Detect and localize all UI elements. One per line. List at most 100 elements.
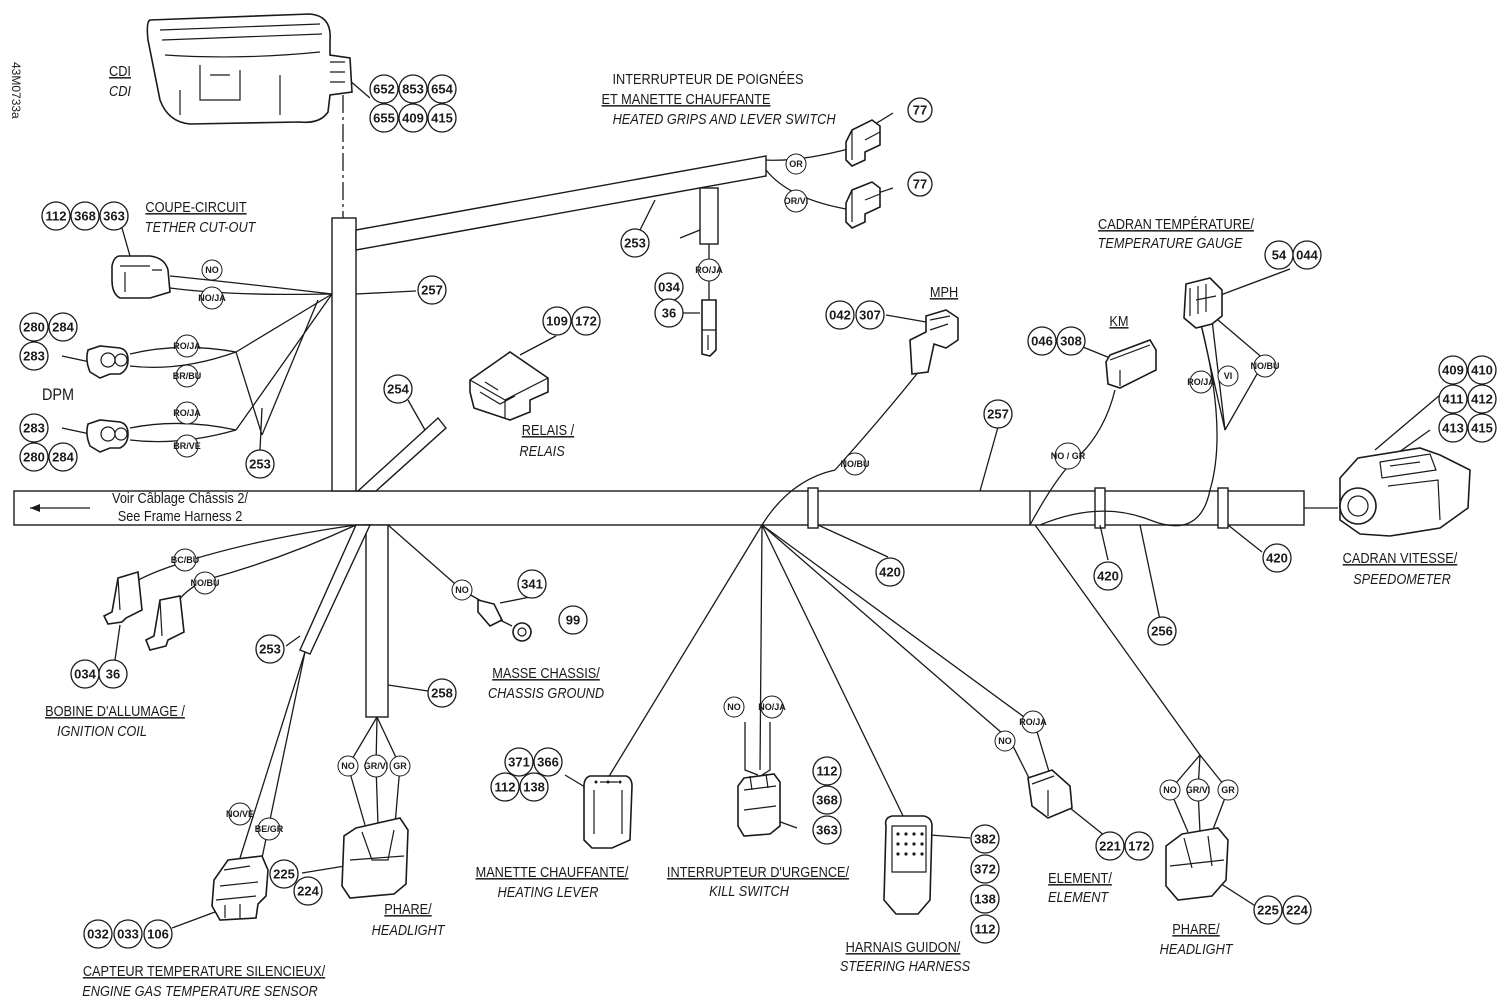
grip-wire-connector: [701, 299, 717, 357]
svg-text:BR/BU: BR/BU: [173, 371, 202, 381]
svg-text:GR: GR: [393, 761, 407, 771]
chassis-ground-terminal: [477, 598, 532, 642]
svg-text:254: 254: [387, 382, 409, 397]
clamp-part-refs: 420 420 420: [875, 543, 1292, 591]
relay-label-fr: RELAIS /: [522, 421, 575, 438]
svg-text:GR: GR: [1221, 785, 1235, 795]
svg-text:77: 77: [913, 103, 927, 118]
svg-text:112: 112: [817, 764, 838, 779]
svg-text:112: 112: [975, 922, 996, 937]
grips-part-refs: 77 77: [907, 97, 933, 197]
headlight-right-label-fr: PHARE/: [1172, 920, 1220, 937]
element-label-fr: ELEMENT/: [1048, 869, 1112, 886]
svg-text:372: 372: [974, 862, 996, 877]
svg-text:284: 284: [52, 450, 74, 465]
svg-text:363: 363: [816, 823, 838, 838]
svg-text:032: 032: [87, 927, 109, 942]
svg-text:284: 284: [52, 320, 74, 335]
svg-text:415: 415: [431, 111, 453, 126]
svg-text:NO: NO: [341, 761, 355, 771]
svg-text:253: 253: [624, 236, 646, 251]
egt-sensor-label-en: ENGINE GAS TEMPERATURE SENSOR: [82, 982, 317, 999]
svg-text:652: 652: [373, 82, 395, 97]
svg-text:NO: NO: [727, 702, 741, 712]
svg-text:54: 54: [1272, 248, 1287, 263]
tether-label-en: TETHER CUT-OUT: [145, 218, 257, 235]
svg-text:253: 253: [249, 457, 271, 472]
heating-lever-label-fr: MANETTE CHAUFFANTE/: [476, 863, 629, 880]
svg-text:NO/BU: NO/BU: [841, 459, 870, 469]
svg-text:106: 106: [147, 927, 169, 942]
ignition-coil-connector-2: [144, 595, 185, 651]
svg-text:36: 36: [662, 306, 676, 321]
svg-text:409: 409: [402, 111, 424, 126]
svg-text:BE/GR: BE/GR: [255, 824, 284, 834]
svg-text:NO / GR: NO / GR: [1051, 451, 1086, 461]
svg-text:382: 382: [974, 832, 996, 847]
temp-gauge-label-en: TEMPERATURE GAUGE: [1098, 234, 1244, 251]
svg-text:363: 363: [103, 209, 125, 224]
svg-text:413: 413: [1442, 421, 1464, 436]
cdi-part-refs: 652 853 654 655 409 415: [369, 74, 457, 133]
svg-text:109: 109: [546, 314, 568, 329]
ignition-coil-part-refs: 034 36: [70, 659, 128, 689]
ignition-coil-label-fr: BOBINE D'ALLUMAGE /: [45, 702, 185, 719]
svg-text:257: 257: [421, 283, 443, 298]
heated-grips-label-fr1: INTERRUPTEUR DE POIGNÉES: [612, 70, 803, 87]
cdi-module: [146, 13, 353, 125]
svg-text:112: 112: [46, 209, 67, 224]
svg-text:046: 046: [1031, 334, 1053, 349]
svg-text:256: 256: [1151, 624, 1173, 639]
drawing-reference: 43M0733a: [9, 62, 23, 119]
svg-text:257: 257: [987, 407, 1009, 422]
svg-text:283: 283: [23, 421, 45, 436]
harness-part-refs: 257 257 253 253 253 254 258 256: [245, 228, 1177, 708]
frame-harness-label-fr: Voir Câblage Châssis 2/: [112, 489, 248, 506]
heated-grips-label-en: HEATED GRIPS AND LEVER SWITCH: [613, 110, 837, 127]
chassis-ground-label-fr: MASSE CHASSIS/: [492, 664, 600, 681]
headlight-left-label-fr: PHARE/: [384, 900, 432, 917]
element-label-en: ELEMENT: [1048, 888, 1110, 905]
svg-text:654: 654: [431, 82, 453, 97]
kill-switch-connector: [737, 773, 781, 837]
steering-harness-connector: [883, 815, 933, 915]
dpm-part-refs: 280 284 283 283 280 284: [19, 312, 78, 472]
steering-harness-label-en: STEERING HARNESS: [840, 957, 971, 974]
svg-text:NO/JA: NO/JA: [758, 702, 786, 712]
tether-label-fr: COUPE-CIRCUIT: [145, 198, 247, 215]
element-connector: [1027, 769, 1073, 819]
speedometer-label-en: SPEEDOMETER: [1353, 570, 1451, 587]
svg-text:420: 420: [1266, 551, 1288, 566]
mph-part-refs: 042 307: [825, 300, 885, 330]
svg-text:RO/JA: RO/JA: [695, 265, 723, 275]
svg-text:368: 368: [74, 209, 96, 224]
svg-text:034: 034: [74, 667, 96, 682]
svg-text:172: 172: [1128, 839, 1150, 854]
speedometer-part-refs: 409 410 411 412 413 415: [1438, 355, 1497, 443]
headlight-left-connector: [341, 817, 409, 899]
svg-text:411: 411: [1443, 392, 1464, 407]
svg-text:NO/VE: NO/VE: [226, 809, 254, 819]
dpm-connector-bottom: [86, 419, 129, 453]
tether-part-refs: 112 368 363: [41, 201, 129, 231]
svg-text:280: 280: [23, 450, 45, 465]
chassis-ground-label-en: CHASSIS GROUND: [488, 684, 604, 701]
svg-text:138: 138: [974, 892, 996, 907]
svg-text:366: 366: [537, 755, 559, 770]
svg-text:112: 112: [495, 780, 516, 795]
svg-text:420: 420: [1097, 569, 1119, 584]
heating-lever-part-refs: 371 366 112 138: [490, 747, 563, 802]
headlight-right-connector: [1165, 827, 1229, 901]
svg-text:258: 258: [431, 686, 453, 701]
cdi-label-en: CDI: [109, 82, 131, 99]
svg-text:221: 221: [1099, 839, 1121, 854]
svg-text:VI: VI: [1224, 371, 1233, 381]
km-connector: [1105, 339, 1157, 389]
speedometer-connector: [1339, 447, 1471, 537]
grip-connector-part-refs: 034 36: [654, 272, 684, 328]
svg-text:NO: NO: [998, 736, 1012, 746]
kill-switch-label-fr: INTERRUPTEUR D'URGENCE/: [667, 863, 849, 880]
svg-text:RO/JA: RO/JA: [173, 408, 201, 418]
svg-text:034: 034: [658, 280, 680, 295]
